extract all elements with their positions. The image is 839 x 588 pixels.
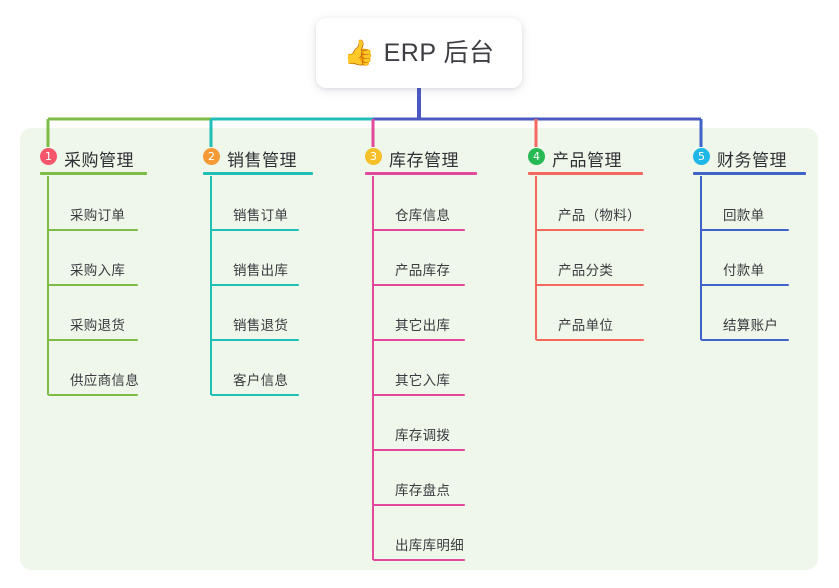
leaf-node-rule	[373, 394, 465, 396]
leaf-node[interactable]: 产品（物料）	[536, 208, 644, 231]
leaf-node-rule	[373, 339, 465, 341]
leaf-node-rule	[48, 394, 138, 396]
leaf-node[interactable]: 采购退货	[48, 318, 138, 341]
leaf-node-label: 仓库信息	[395, 208, 451, 223]
column-header-3[interactable]: 3 库存管理	[365, 146, 477, 180]
leaf-node-rule	[701, 339, 789, 341]
leaf-node[interactable]: 其它出库	[373, 318, 465, 341]
leaf-node[interactable]: 库存调拨	[373, 428, 465, 451]
column-title: 采购管理	[64, 151, 134, 170]
column-title: 库存管理	[389, 151, 459, 170]
column-number-badge: 5	[693, 148, 710, 165]
column-header-rule	[693, 172, 806, 175]
column-header-1[interactable]: 1 采购管理	[40, 146, 147, 180]
leaf-node-label: 回款单	[723, 208, 765, 223]
leaf-node-label: 出库库明细	[395, 538, 464, 553]
leaf-node-label: 库存调拨	[395, 428, 451, 443]
leaf-node-rule	[373, 504, 465, 506]
column-1: 1 采购管理	[40, 146, 147, 180]
leaf-node-label: 销售出库	[233, 263, 289, 278]
leaf-node[interactable]: 出库库明细	[373, 538, 465, 561]
leaf-node-label: 采购退货	[70, 318, 126, 333]
root-node-erp-backend[interactable]: 👍 ERP 后台	[316, 18, 522, 88]
leaf-node-rule	[701, 229, 789, 231]
column-title: 销售管理	[227, 151, 297, 170]
column-title: 产品管理	[552, 151, 622, 170]
column-title: 财务管理	[717, 151, 787, 170]
leaf-node-label: 采购订单	[70, 208, 126, 223]
leaf-node-rule	[211, 229, 299, 231]
leaf-node-rule	[701, 284, 789, 286]
diagram-panel	[20, 128, 818, 570]
column-header-rule	[528, 172, 643, 175]
leaf-node-label: 产品库存	[395, 263, 451, 278]
leaf-node-label: 销售订单	[233, 208, 289, 223]
leaf-node-rule	[373, 449, 465, 451]
leaf-node-rule	[536, 229, 644, 231]
root-node-label: ERP 后台	[383, 38, 495, 67]
column-5: 5 财务管理	[693, 146, 806, 180]
leaf-node-label: 产品（物料）	[558, 208, 641, 223]
column-header-4[interactable]: 4 产品管理	[528, 146, 643, 180]
leaf-node-label: 供应商信息	[70, 373, 139, 388]
column-number-badge: 2	[203, 148, 220, 165]
leaf-node-rule	[211, 284, 299, 286]
leaf-node[interactable]: 客户信息	[211, 373, 299, 396]
leaf-node[interactable]: 回款单	[701, 208, 789, 231]
leaf-node[interactable]: 产品分类	[536, 263, 644, 286]
column-header-rule	[203, 172, 313, 175]
leaf-node-label: 销售退货	[233, 318, 289, 333]
leaf-node-label: 采购入库	[70, 263, 126, 278]
leaf-node[interactable]: 销售出库	[211, 263, 299, 286]
leaf-node-rule	[536, 339, 644, 341]
leaf-node-rule	[48, 284, 138, 286]
leaf-node-rule	[373, 284, 465, 286]
column-2: 2 销售管理	[203, 146, 313, 180]
leaf-node[interactable]: 库存盘点	[373, 483, 465, 506]
leaf-node[interactable]: 付款单	[701, 263, 789, 286]
leaf-node-label: 其它出库	[395, 318, 451, 333]
leaf-node-label: 付款单	[723, 263, 765, 278]
leaf-node-rule	[211, 339, 299, 341]
leaf-node[interactable]: 仓库信息	[373, 208, 465, 231]
column-3: 3 库存管理	[365, 146, 477, 180]
leaf-node-label: 结算账户	[723, 318, 779, 333]
leaf-node-label: 客户信息	[233, 373, 289, 388]
column-number-badge: 1	[40, 148, 57, 165]
leaf-node[interactable]: 产品单位	[536, 318, 644, 341]
column-number-badge: 4	[528, 148, 545, 165]
column-header-rule	[40, 172, 147, 175]
column-header-rule	[365, 172, 477, 175]
leaf-node[interactable]: 其它入库	[373, 373, 465, 396]
leaf-node[interactable]: 采购入库	[48, 263, 138, 286]
column-number-badge: 3	[365, 148, 382, 165]
leaf-node-label: 库存盘点	[395, 483, 451, 498]
column-header-2[interactable]: 2 销售管理	[203, 146, 313, 180]
leaf-node-label: 其它入库	[395, 373, 451, 388]
leaf-node-label: 产品单位	[558, 318, 614, 333]
leaf-node[interactable]: 供应商信息	[48, 373, 139, 396]
leaf-node[interactable]: 结算账户	[701, 318, 789, 341]
leaf-node-label: 产品分类	[558, 263, 614, 278]
leaf-node[interactable]: 采购订单	[48, 208, 138, 231]
leaf-node[interactable]: 产品库存	[373, 263, 465, 286]
leaf-node[interactable]: 销售订单	[211, 208, 299, 231]
thumbs-up-icon: 👍	[343, 38, 375, 67]
leaf-node-rule	[536, 284, 644, 286]
leaf-node[interactable]: 销售退货	[211, 318, 299, 341]
column-header-5[interactable]: 5 财务管理	[693, 146, 806, 180]
root-node-content: 👍 ERP 后台	[343, 38, 495, 67]
leaf-node-rule	[48, 339, 138, 341]
leaf-node-rule	[373, 229, 465, 231]
column-4: 4 产品管理	[528, 146, 643, 180]
leaf-node-rule	[211, 394, 299, 396]
leaf-node-rule	[48, 229, 138, 231]
leaf-node-rule	[373, 559, 465, 561]
